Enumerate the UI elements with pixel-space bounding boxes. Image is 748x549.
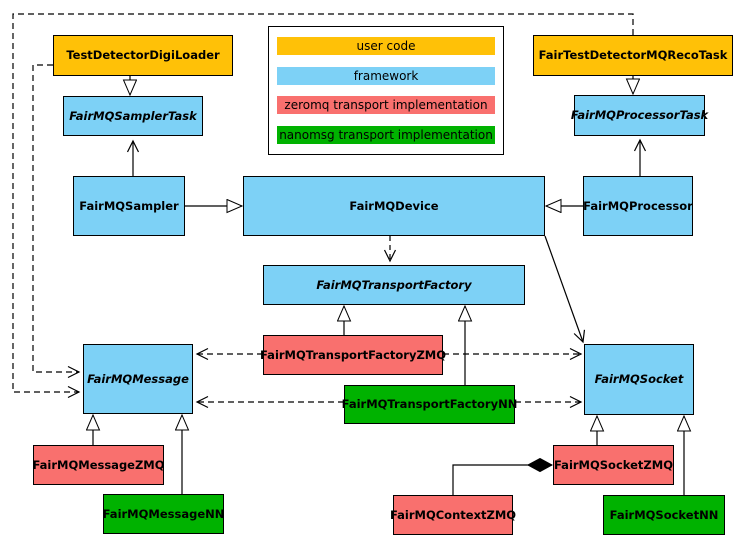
node-fairmqprocessor: FairMQProcessor [583, 176, 693, 236]
node-fairmqsocketnn: FairMQSocketNN [603, 495, 725, 535]
node-fairmqsocket: FairMQSocket [584, 344, 694, 415]
node-fairmqdevice: FairMQDevice [243, 176, 545, 236]
edge-device-to-socket [544, 235, 586, 344]
node-fairmqsocketzmq: FairMQSocketZMQ [553, 445, 674, 485]
node-fairmqprocessortask: FairMQProcessorTask [571, 95, 708, 136]
node-fairmqcontextzmq: FairMQContextZMQ [390, 495, 516, 535]
legend-item-zeromq: zeromq transport implementation [277, 96, 495, 115]
node-fairtestdetectormqrecotask: FairTestDetectorMQRecoTask [533, 35, 733, 76]
edge-recotask-to-message [12, 13, 634, 399]
node-fairmqtransportfactoryzmq: FairMQTransportFactoryZMQ [260, 335, 446, 375]
legend-item-user-code: user code [277, 37, 495, 55]
node-fairmqmessagenn: FairMQMessageNN [103, 494, 224, 534]
node-testdetectordigiloader: TestDetectorDigiLoader [53, 35, 233, 76]
node-fairmqmessagezmq: FairMQMessageZMQ [32, 445, 165, 485]
edge-digiloader-to-message [32, 64, 81, 379]
node-fairmqmessage: FairMQMessage [83, 344, 193, 414]
edge-contextzmq-composition-socketzmq [452, 465, 552, 495]
node-fairmqsampler: FairMQSampler [73, 176, 185, 236]
node-fairmqtransportfactory: FairMQTransportFactory [263, 265, 525, 305]
node-fairmqtransportfactorynn: FairMQTransportFactoryNN [342, 385, 517, 424]
node-fairmqsamplertask: FairMQSamplerTask [63, 96, 203, 136]
legend-item-framework: framework [277, 66, 495, 85]
legend: user code framework zeromq transport imp… [268, 26, 504, 155]
legend-item-nanomsg: nanomsg transport implementation [277, 125, 495, 144]
